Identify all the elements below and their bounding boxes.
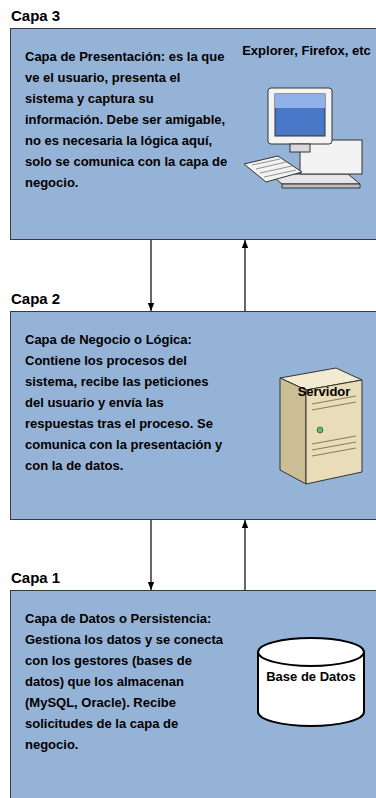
flow-arrow xyxy=(244,520,245,590)
database-cylinder: Base de Datos xyxy=(256,636,366,728)
flow-arrow xyxy=(150,240,151,311)
layer-description: Capa de Presentación: es la que ve el us… xyxy=(25,46,230,193)
computer-icon xyxy=(240,82,365,197)
layer-heading: Capa 2 xyxy=(11,290,60,307)
layer-heading: Capa 3 xyxy=(11,7,60,24)
icon-label: Servidor xyxy=(289,382,359,401)
layer-description: Capa de Negocio o Lógica: Contiene los p… xyxy=(25,329,230,476)
server-icon xyxy=(276,358,366,488)
flow-arrow xyxy=(244,240,245,311)
layer-box: Capa 1Capa de Datos o Persistencia: Gest… xyxy=(10,590,376,798)
flow-arrow xyxy=(150,520,151,590)
layer-heading: Capa 1 xyxy=(11,569,60,586)
layer-description: Capa de Datos o Persistencia: Gestiona l… xyxy=(25,608,230,755)
database-label: Base de Datos xyxy=(256,669,366,684)
icon-label: Explorer, Firefox, etc xyxy=(229,41,376,60)
